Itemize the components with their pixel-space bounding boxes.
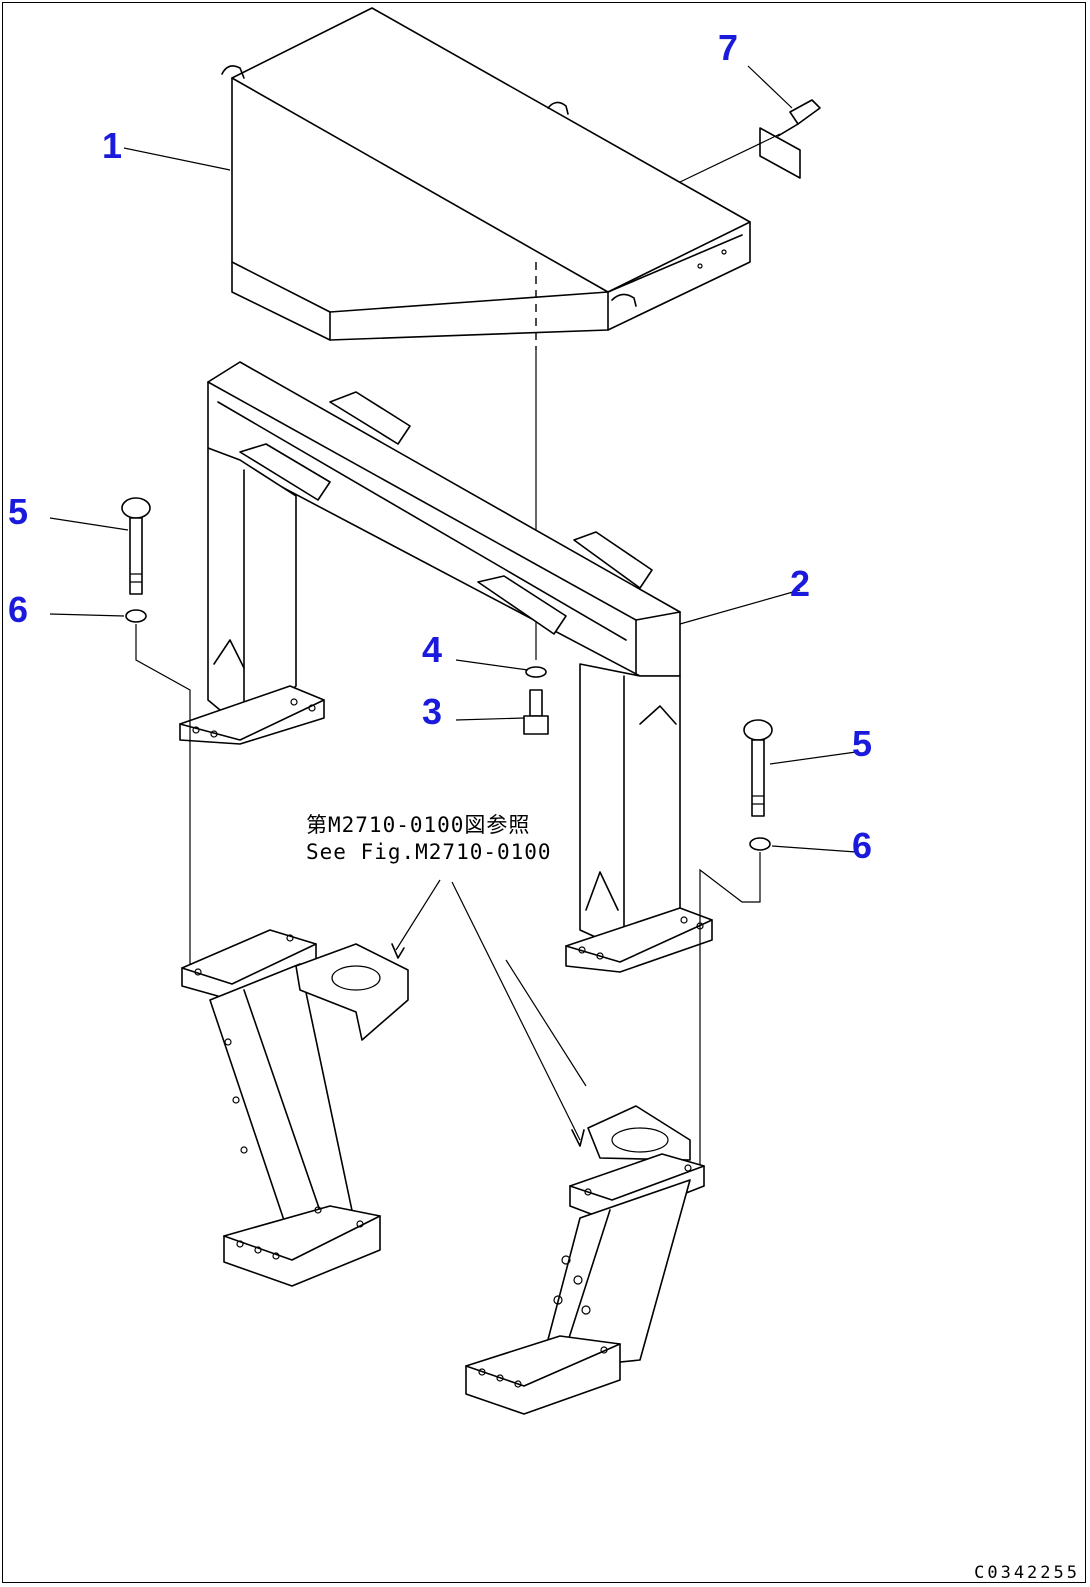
callout-4: 4 bbox=[422, 629, 443, 670]
callout-1: 1 bbox=[102, 125, 123, 166]
part-7-bolt bbox=[679, 99, 821, 183]
callout-5-left: 5 bbox=[8, 491, 29, 532]
callout-2: 2 bbox=[790, 563, 811, 604]
part-1-cover bbox=[221, 7, 751, 341]
callout-7: 7 bbox=[718, 27, 739, 68]
part-5-6-right bbox=[699, 719, 857, 1170]
lower-left-support bbox=[181, 929, 409, 1287]
callout-6-left: 6 bbox=[8, 589, 29, 630]
callout-3: 3 bbox=[422, 691, 443, 732]
lower-right-support bbox=[465, 959, 705, 1415]
drawing-code: C0342255 bbox=[974, 1563, 1080, 1583]
reference-note-line-2: See Fig.M2710-0100 bbox=[306, 840, 552, 865]
callout-6-right: 6 bbox=[852, 825, 873, 866]
part-2-frame bbox=[179, 361, 801, 973]
reference-note-line-1: 第M2710-0100図参照 bbox=[306, 813, 531, 837]
reference-note: 第M2710-0100図参照 See Fig.M2710-0100 bbox=[306, 812, 552, 867]
callout-5-right: 5 bbox=[852, 723, 873, 764]
part-5-6-left bbox=[49, 497, 191, 980]
part-3-4-bolt-washer bbox=[455, 659, 549, 735]
